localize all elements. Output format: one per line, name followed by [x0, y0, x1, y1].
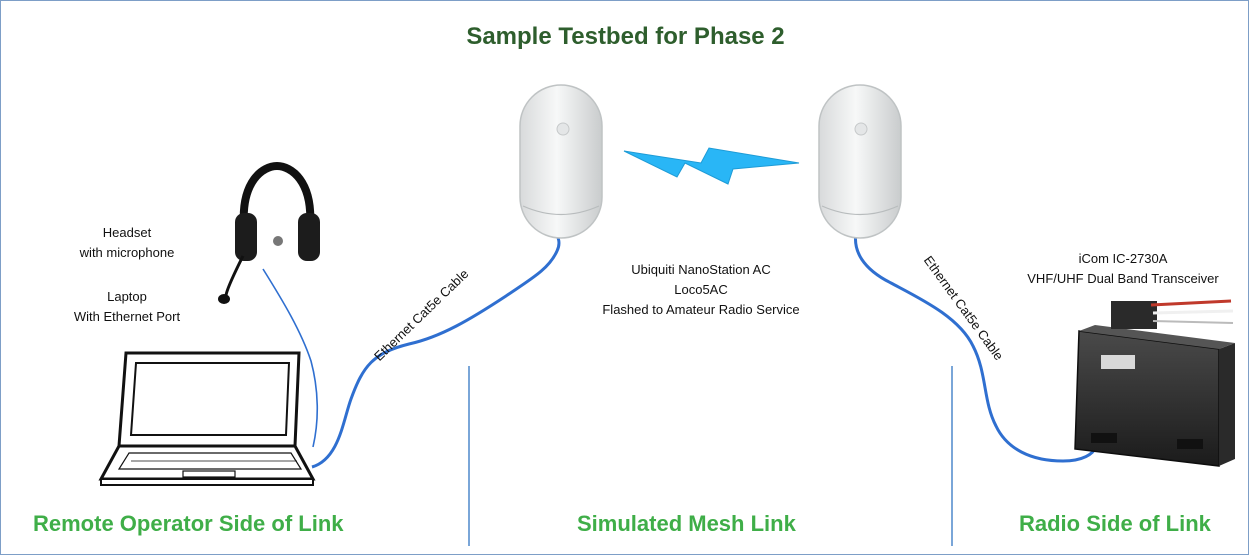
wireless-link-bolt: [623, 147, 800, 185]
radio-label-line2: VHF/UHF Dual Band Transceiver: [1027, 271, 1219, 286]
ethernet-cable-left: [311, 232, 561, 469]
radio-label-line1: iCom IC-2730A: [1078, 251, 1168, 266]
laptop-label: Laptop With Ethernet Port: [47, 287, 207, 327]
headset-icon: [218, 161, 320, 304]
headset-label: Headset with microphone: [47, 223, 207, 263]
laptop-label-line2: With Ethernet Port: [73, 309, 181, 324]
nanostation-label: Ubiquiti NanoStation AC Loco5AC Flashed …: [561, 260, 841, 320]
nanostation-label-line1: Ubiquiti NanoStation AC: [631, 262, 771, 277]
headset-label-line2: with microphone: [79, 245, 175, 260]
nanostation-label-line3: Flashed to Amateur Radio Service: [602, 302, 800, 317]
radio-icon: [1074, 299, 1235, 467]
nanostation-right: [818, 84, 902, 239]
laptop-icon: [98, 351, 316, 486]
headset-cord: [262, 268, 319, 448]
radio-label: iCom IC-2730A VHF/UHF Dual Band Transcei…: [1001, 249, 1245, 289]
headset-label-line1: Headset: [102, 225, 152, 240]
section-simulated-mesh: Simulated Mesh Link: [577, 511, 796, 536]
nanostation-label-line2: Loco5AC: [674, 282, 728, 297]
laptop-label-line1: Laptop: [107, 289, 147, 304]
ethernet-cable-right: [853, 232, 1098, 463]
section-remote-operator: Remote Operator Side of Link: [33, 511, 344, 536]
section-radio-side: Radio Side of Link: [1019, 511, 1211, 536]
diagram-title: Sample Testbed for Phase 2: [466, 23, 785, 50]
nanostation-left: [519, 84, 603, 239]
